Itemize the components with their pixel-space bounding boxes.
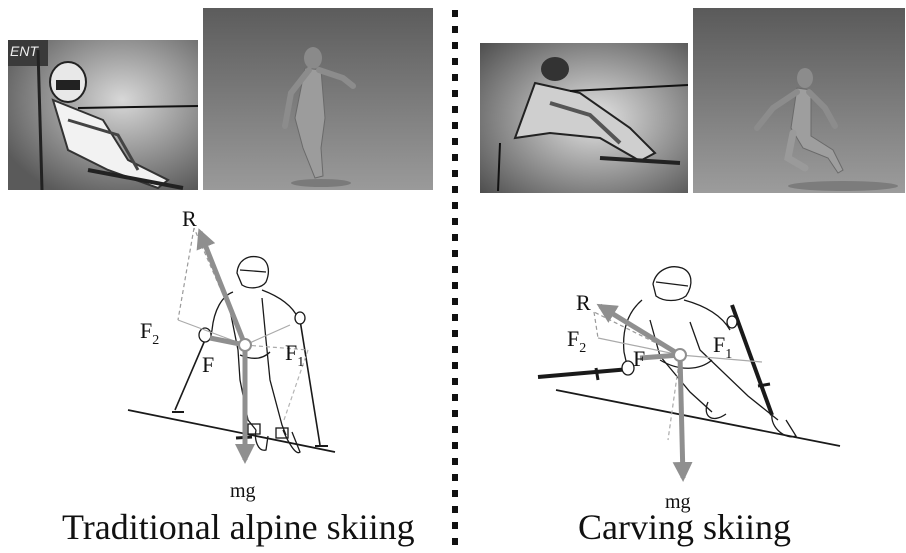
- caption-traditional: Traditional alpine skiing: [62, 506, 415, 548]
- label-F2-right: F2: [567, 326, 586, 356]
- label-F-left: F: [202, 352, 214, 377]
- caption-carving: Carving skiing: [578, 506, 791, 548]
- label-R-right: R: [576, 290, 591, 315]
- label-F1-left: F1: [285, 340, 304, 370]
- carving-force-diagram: [594, 306, 762, 478]
- label-F-right: F: [633, 346, 645, 371]
- label-F2-left: F2: [140, 318, 159, 348]
- label-mg-left: mg: [230, 480, 256, 502]
- force-mg-arrow-right: [680, 355, 683, 478]
- label-R-left: R: [182, 206, 197, 231]
